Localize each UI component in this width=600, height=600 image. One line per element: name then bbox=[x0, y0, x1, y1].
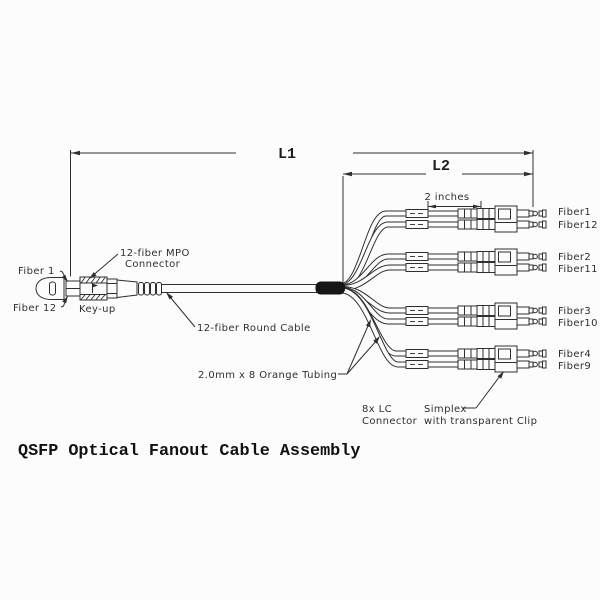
simplex-label-line1: Simplex bbox=[424, 404, 467, 415]
lc-assembly-4 bbox=[405, 345, 547, 373]
pair1-bottom-label: Fiber12 bbox=[558, 220, 598, 231]
dimension-2-inches: 2 inches bbox=[424, 192, 482, 210]
pair4-bottom-label: Fiber9 bbox=[558, 361, 591, 372]
round-cable-label: 12-fiber Round Cable bbox=[197, 323, 311, 334]
orange-tubing-label: 2.0mm x 8 Orange Tubing bbox=[198, 370, 337, 381]
mpo-label-line2: Connector bbox=[125, 259, 181, 270]
fanout-tubes bbox=[340, 210, 519, 368]
leader-simplex-clip bbox=[462, 371, 504, 409]
pair1-top-label: Fiber1 bbox=[558, 207, 591, 218]
dimension-l2: L2 bbox=[342, 158, 533, 284]
l1-label: L1 bbox=[278, 146, 296, 163]
mpo-connector-assembly bbox=[35, 276, 162, 301]
simplex-label-line2: with transparent Clip bbox=[424, 416, 537, 427]
lc-assembly-1 bbox=[405, 205, 547, 233]
round-cable bbox=[160, 284, 318, 293]
key-up-label: Key-up bbox=[79, 304, 116, 315]
fanout-transition-capsule bbox=[315, 281, 345, 295]
fiber-1-label: Fiber 1 bbox=[18, 266, 55, 277]
l2-arrow-right bbox=[524, 171, 533, 177]
mpo-boot bbox=[116, 279, 138, 299]
pair3-top-label: Fiber3 bbox=[558, 306, 591, 317]
mpo-label-line1: 12-fiber MPO bbox=[120, 248, 190, 259]
drawing-title: QSFP Optical Fanout Cable Assembly bbox=[18, 442, 360, 461]
leader-fiber-12 bbox=[60, 295, 68, 308]
mpo-coupling-nut bbox=[106, 278, 118, 299]
dimension-l1: L1 bbox=[70, 146, 534, 277]
lc-count-label-line1: 8x LC bbox=[362, 404, 392, 415]
leader-orange-tubing bbox=[338, 319, 380, 375]
l1-arrow-right bbox=[524, 150, 533, 156]
fiber-12-label: Fiber 12 bbox=[13, 303, 57, 314]
lc-count-label-line2: Connector bbox=[362, 416, 418, 427]
leader-round-cable bbox=[166, 292, 196, 328]
lc-assembly-2 bbox=[405, 248, 547, 276]
pair3-bottom-label: Fiber10 bbox=[558, 318, 598, 329]
pair2-top-label: Fiber2 bbox=[558, 252, 591, 263]
leader-fiber-1 bbox=[59, 270, 68, 282]
pair2-bottom-label: Fiber11 bbox=[558, 264, 598, 275]
l2-label: L2 bbox=[432, 158, 450, 175]
pair4-top-label: Fiber4 bbox=[558, 349, 591, 360]
lc-assembly-3 bbox=[405, 302, 547, 330]
two-inches-label: 2 inches bbox=[424, 192, 469, 203]
l1-arrow-left bbox=[71, 150, 80, 156]
l2-arrow-left bbox=[343, 171, 352, 177]
key-up-mark bbox=[92, 283, 98, 293]
leader-mpo-connector bbox=[89, 253, 119, 279]
strain-relief-ribs bbox=[138, 282, 162, 296]
